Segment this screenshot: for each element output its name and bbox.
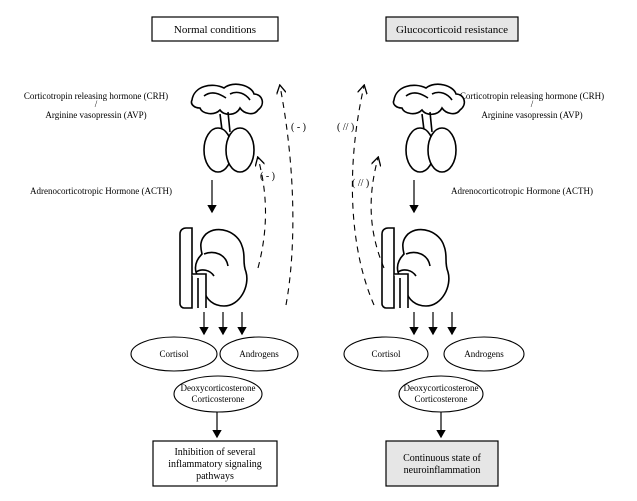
left-outcome-box [152, 440, 278, 487]
left-panel: Corticotropin releasing hormone (CRH) / … [24, 83, 306, 487]
right-outcome-line2: neuroinflammation [404, 465, 481, 476]
left-feedback-outer-label: ( - ) [291, 122, 306, 133]
right-panel: Corticotropin releasing hormone (CRH) / … [337, 83, 604, 487]
left-feedback-outer [280, 86, 294, 306]
left-slash: / [95, 99, 98, 109]
right-outcome-line1: Continuous state of [403, 453, 481, 464]
left-feedback-inner [258, 158, 266, 269]
right-slash: / [531, 99, 534, 109]
right-cortisol-ellipse [343, 336, 429, 372]
right-feedback-inner-label: ( // ) [352, 178, 369, 189]
left-cortisol-ellipse [130, 336, 218, 372]
normal-conditions-label: Normal conditions [174, 24, 256, 36]
left-crh-label: Corticotropin releasing hormone (CRH) [24, 91, 168, 101]
right-cortisol-label: Cortisol [371, 349, 401, 359]
left-cortisol-label: Cortisol [159, 349, 189, 359]
right-androgens-ellipse [443, 336, 525, 372]
left-pituitary-icon [190, 83, 264, 173]
left-kidney-icon [179, 227, 248, 309]
right-feedback-inner [370, 158, 385, 269]
glucocorticoid-resistance-label: Glucocorticoid resistance [396, 24, 508, 36]
right-feedback-outer-label: ( // ) [337, 122, 354, 133]
right-pituitary-icon [392, 83, 466, 173]
right-doc-label: Deoxycorticosterone [404, 383, 479, 393]
right-feedback-outer [351, 86, 375, 306]
right-crh-label: Corticotropin releasing hormone (CRH) [460, 91, 604, 101]
left-avp-label: Arginine vasopressin (AVP) [45, 110, 146, 120]
normal-conditions-header: Normal conditions [151, 16, 279, 42]
left-doc-ellipse [173, 375, 263, 413]
right-corticosterone-label: Corticosterone [415, 394, 468, 404]
glucocorticoid-resistance-header: Glucocorticoid resistance [385, 16, 519, 42]
right-outcome-box [385, 440, 499, 487]
right-androgens-label: Androgens [464, 349, 504, 359]
left-androgens-ellipse [219, 336, 299, 372]
left-doc-label: Deoxycorticosterone [181, 383, 256, 393]
left-outcome-line1: Inhibition of several [174, 447, 255, 458]
left-outcome-line3: pathways [196, 471, 234, 482]
right-avp-label: Arginine vasopressin (AVP) [481, 110, 582, 120]
left-androgens-label: Androgens [239, 349, 279, 359]
right-acth-label: Adrenocorticotropic Hormone (ACTH) [451, 186, 593, 196]
left-corticosterone-label: Corticosterone [192, 394, 245, 404]
right-kidney-icon [381, 227, 450, 309]
left-outcome-line2: inflammatory signaling [168, 459, 262, 470]
left-feedback-inner-label: ( - ) [260, 171, 275, 182]
left-acth-label: Adrenocorticotropic Hormone (ACTH) [30, 186, 172, 196]
